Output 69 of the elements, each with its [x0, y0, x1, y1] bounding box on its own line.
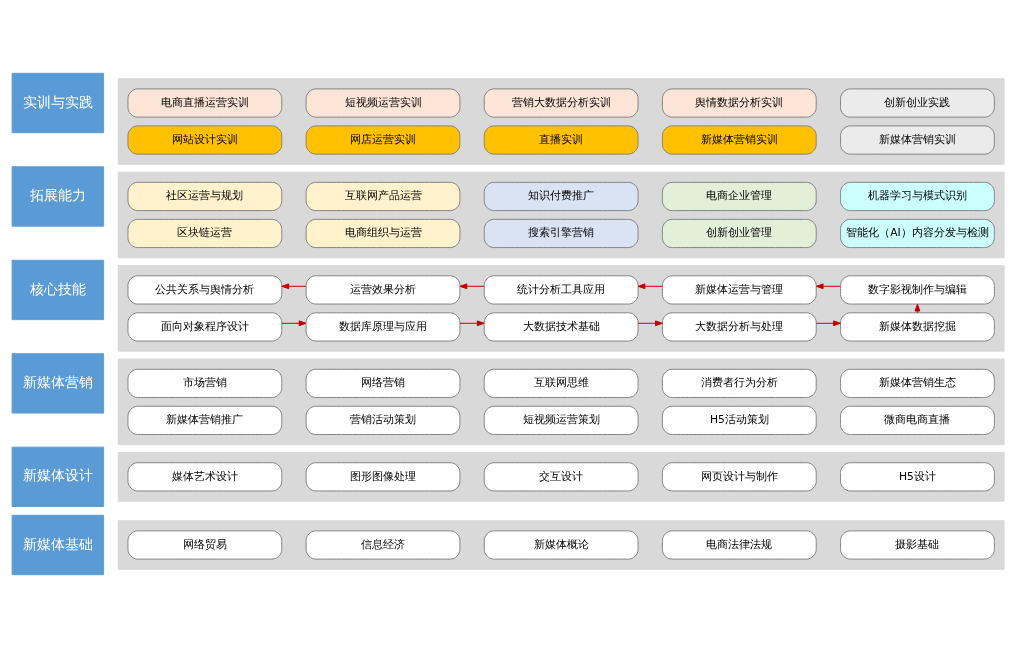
node-box: 新媒体营销推广	[127, 405, 283, 435]
node-box: 消费者行为分析	[661, 368, 817, 398]
node-box: 新媒体营销	[11, 352, 105, 414]
node-box: 大数据技术基础	[483, 311, 639, 342]
node-box: 营销大数据分析实训	[483, 87, 639, 118]
cluster	[117, 264, 1005, 352]
node-box: H5设计	[840, 461, 995, 491]
arrow	[815, 282, 841, 289]
node-box: 机器学习与模式识别	[840, 181, 995, 211]
node-box: 电商直播运营实训	[127, 87, 283, 118]
node-box: 大数据分析与处理	[661, 311, 817, 342]
node-box: 实训与实践	[11, 72, 105, 133]
cluster	[117, 171, 1005, 258]
node-box: 直播实训	[483, 124, 639, 155]
arrow	[281, 319, 307, 326]
node-box: 短视频运营策划	[483, 405, 639, 435]
cluster	[117, 451, 1005, 502]
arrow	[637, 319, 663, 326]
cluster	[117, 519, 1005, 570]
node-box: 摄影基础	[840, 529, 995, 560]
node-box: 短视频运营实训	[305, 87, 461, 118]
node-box: H5活动策划	[661, 405, 817, 435]
node-box: 搜索引擎营销	[483, 218, 639, 248]
node-box: 核心技能	[11, 259, 105, 320]
node-box: 微商电商直播	[840, 405, 995, 435]
node-box: 网络营销	[305, 368, 461, 398]
node-box: 新媒体运营与管理	[661, 274, 817, 305]
node-box: 电商企业管理	[661, 181, 817, 211]
node-box: 新媒体营销实训	[840, 124, 995, 155]
node-box: 信息经济	[305, 529, 461, 560]
node-box: 公共关系与舆情分析	[127, 274, 283, 305]
node-box: 新媒体基础	[11, 514, 105, 575]
node-box: 互联网思维	[483, 368, 639, 398]
node-box: 数据库原理与应用	[305, 311, 461, 342]
node-box: 市场营销	[127, 368, 283, 398]
node-box: 统计分析工具应用	[483, 274, 639, 305]
node-box: 网络贸易	[127, 529, 283, 560]
node-box: 营销活动策划	[305, 405, 461, 435]
node-box: 图形图像处理	[305, 461, 461, 491]
node-box: 智能化（AI）内容分发与检测	[840, 218, 995, 248]
cluster	[117, 77, 1005, 165]
node-box: 拓展能力	[11, 165, 105, 227]
arrow	[281, 282, 307, 289]
node-box: 创新创业实践	[840, 87, 995, 118]
node-box: 互联网产品运营	[305, 181, 461, 211]
arrow	[459, 282, 485, 289]
node-box: 新媒体设计	[11, 446, 105, 507]
arrow	[815, 319, 841, 326]
node-box: 电商法律法规	[661, 529, 817, 560]
arrow	[637, 282, 663, 289]
arrow	[459, 319, 485, 326]
node-box: 区块链运营	[127, 218, 283, 248]
node-box: 知识付费推广	[483, 181, 639, 211]
node-box: 网页设计与制作	[661, 461, 817, 491]
node-box: 运营效果分析	[305, 274, 461, 305]
cluster	[117, 358, 1005, 445]
node-box: 数字影视制作与编辑	[840, 274, 995, 305]
node-box: 舆情数据分析实训	[661, 87, 817, 118]
node-box: 网站设计实训	[127, 124, 283, 155]
node-box: 新媒体概论	[483, 529, 639, 560]
node-box: 网店运营实训	[305, 124, 461, 155]
node-box: 媒体艺术设计	[127, 461, 283, 491]
node-box: 新媒体营销实训	[661, 124, 817, 155]
node-box: 电商组织与运营	[305, 218, 461, 248]
node-box: 交互设计	[483, 461, 639, 491]
node-box: 新媒体营销生态	[840, 368, 995, 398]
node-box: 社区运营与规划	[127, 181, 283, 211]
node-box: 面向对象程序设计	[127, 311, 283, 342]
node-box: 创新创业管理	[661, 218, 817, 248]
